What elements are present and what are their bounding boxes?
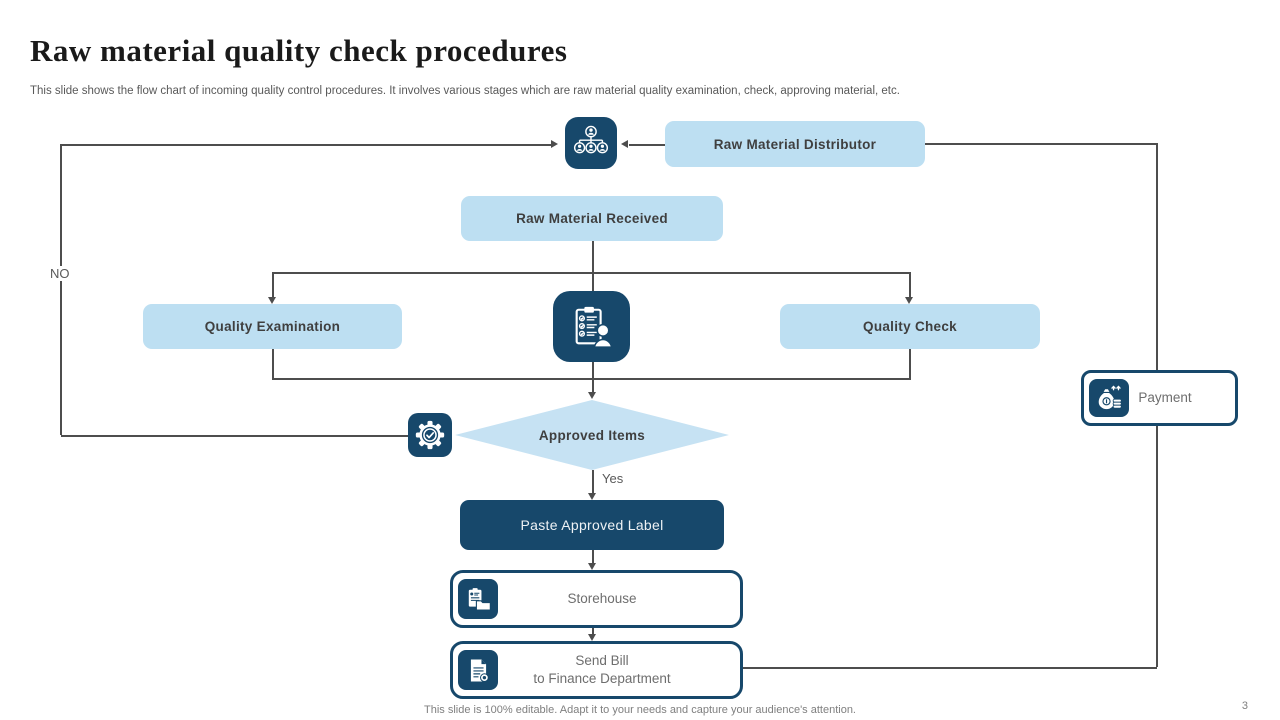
node-send-bill: Send Bill to Finance Department [450,641,743,699]
branch-label-yes: Yes [599,471,627,486]
node-quality-check: Quality Check [780,304,1040,349]
bill-document-icon [458,650,498,690]
connector-into-examination [272,272,274,298]
arrowhead-into-storehouse [588,563,596,570]
arrowhead-distributor-to-icon [621,140,628,148]
node-approved-items: Approved Items [455,400,729,470]
connector-no-horizontal [61,435,408,437]
arrowhead-into-paste [588,493,596,500]
node-raw-material-received: Raw Material Received [461,196,723,241]
arrowhead-into-diamond [588,392,596,399]
page-subtitle: This slide shows the flow chart of incom… [30,85,900,97]
connector-paste-to-storehouse [592,550,594,565]
clipboard-folder-icon [458,579,498,619]
node-storehouse: Storehouse [450,570,743,628]
node-paste-approved-label: Paste Approved Label [460,500,724,550]
node-payment: Payment [1081,370,1238,426]
connector-bill-to-right [737,667,1157,669]
arrowhead-into-examination [268,297,276,304]
arrowhead-into-check [905,297,913,304]
connector-received-down [592,241,594,293]
connector-storehouse-to-bill [592,622,594,636]
node-raw-material-distributor: Raw Material Distributor [665,121,925,167]
connector-join-bottom [272,378,911,380]
node-send-bill-label: Send Bill to Finance Department [498,652,706,688]
connector-into-diamond [592,362,594,394]
footer-note: This slide is 100% editable. Adapt it to… [424,704,856,716]
node-send-bill-line2: to Finance Department [533,671,671,686]
page-title: Raw material quality check procedures [30,33,568,68]
connector-into-check [909,272,911,298]
node-send-bill-line1: Send Bill [575,652,629,668]
node-quality-examination: Quality Examination [143,304,402,349]
connector-distributor-to-icon [629,144,665,146]
connector-no-to-icon [60,144,552,146]
connector-examination-down [272,349,274,379]
connector-yes-down [592,470,594,495]
money-bag-icon [1089,379,1129,417]
arrowhead-into-distributor-icon [551,140,558,148]
connector-check-down [909,349,911,379]
org-chart-icon [565,117,617,169]
connector-no-vertical [60,144,62,435]
arrowhead-into-bill [588,634,596,641]
node-storehouse-label: Storehouse [567,590,637,606]
node-payment-label: Payment [1138,389,1192,405]
connector-distributor-right [925,143,1157,145]
connector-split-top [272,272,911,274]
gear-check-icon [408,413,452,457]
checklist-person-icon [553,291,630,362]
branch-label-no: NO [47,266,73,281]
page-number: 3 [1241,700,1248,712]
